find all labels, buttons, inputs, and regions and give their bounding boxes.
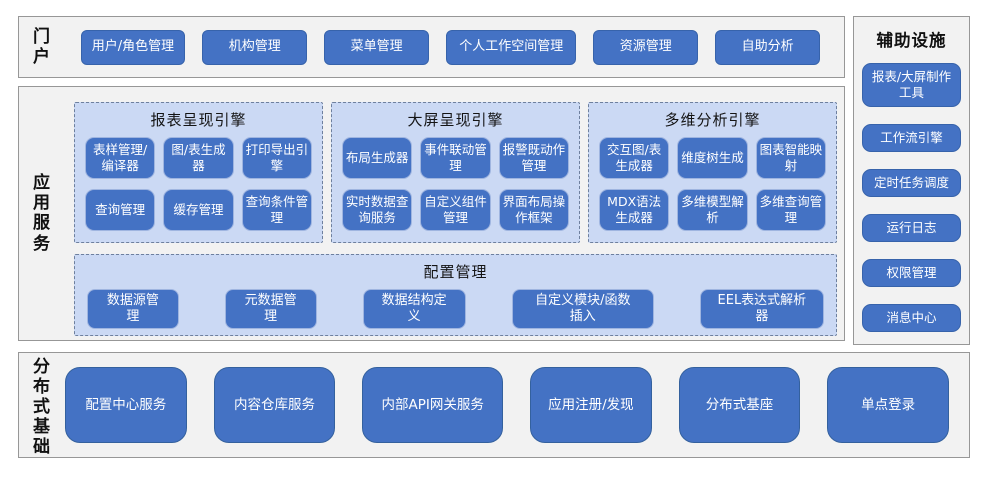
config-mgmt-box: 配置管理 数据源管理 元数据管理 数据结构定义 自定义模块/函数插入 EEL表达… (74, 254, 837, 336)
permission-mgmt-block: 权限管理 (862, 259, 961, 287)
multidim-analysis-engine-title: 多维分析引擎 (664, 111, 761, 129)
message-center-block: 消息中心 (862, 304, 961, 332)
app-services-section: 应用服务 报表呈现引擎 表样管理/编译器 图/表生成器 打印导出引擎 查询管理 … (18, 86, 845, 341)
custom-component-mgmt-block: 自定义组件管理 (420, 189, 491, 231)
app-registration-discovery-block: 应用注册/发现 (530, 367, 652, 443)
internal-api-gateway-service-block: 内部API网关服务 (362, 367, 504, 443)
event-linkage-mgmt-block: 事件联动管理 (420, 137, 491, 179)
portal-button-row: 用户/角色管理 机构管理 菜单管理 个人工作空间管理 资源管理 自助分析 (80, 29, 821, 65)
table-style-mgmt-compiler-block: 表样管理/编译器 (85, 137, 156, 179)
chart-table-generator-block: 图/表生成器 (163, 137, 234, 179)
distributed-foundation-section: 分布式基础 配置中心服务 内容仓库服务 内部API网关服务 应用注册/发现 分布… (18, 352, 970, 458)
distributed-base-block: 分布式基座 (678, 367, 801, 443)
engine-group-row: 报表呈现引擎 表样管理/编译器 图/表生成器 打印导出引擎 查询管理 缓存管理 … (74, 102, 837, 243)
chart-smart-mapping-block: 图表智能映射 (755, 137, 826, 179)
single-sign-on-block: 单点登录 (827, 367, 949, 443)
foundation-button-row: 配置中心服务 内容仓库服务 内部API网关服务 应用注册/发现 分布式基座 单点… (65, 367, 949, 443)
workflow-engine-block: 工作流引擎 (862, 124, 961, 152)
print-export-engine-block: 打印导出引擎 (241, 137, 312, 179)
config-mgmt-row: 数据源管理 元数据管理 数据结构定义 自定义模块/函数插入 EEL表达式解析器 (75, 289, 836, 329)
screen-engine-grid: 布局生成器 事件联动管理 报警既动作管理 实时数据查询服务 自定义组件管理 界面… (332, 130, 579, 242)
resource-mgmt-block: 资源管理 (593, 29, 699, 65)
dimension-tree-generator-block: 维度树生成 (677, 137, 748, 179)
layout-generator-block: 布局生成器 (342, 137, 413, 179)
custom-module-function-insert-block: 自定义模块/函数插入 (511, 289, 654, 329)
screen-engine-box: 大屏呈现引擎 布局生成器 事件联动管理 报警既动作管理 实时数据查询服务 自定义… (331, 102, 580, 243)
alarm-action-mgmt-block: 报警既动作管理 (498, 137, 569, 179)
mdx-syntax-generator-block: MDX语法生成器 (599, 189, 670, 231)
datasource-mgmt-block: 数据源管理 (87, 289, 179, 329)
portal-label: 门户 (33, 26, 50, 67)
query-mgmt-block: 查询管理 (85, 189, 156, 231)
user-role-mgmt-block: 用户/角色管理 (80, 29, 186, 65)
ui-layout-framework-block: 界面布局操作框架 (498, 189, 569, 231)
report-engine-title: 报表呈现引擎 (150, 111, 247, 129)
query-condition-mgmt-block: 查询条件管理 (241, 189, 312, 231)
cache-mgmt-block: 缓存管理 (163, 189, 234, 231)
realtime-data-query-service-block: 实时数据查询服务 (342, 189, 413, 231)
auxiliary-button-column: 报表/大屏制作工具 工作流引擎 定时任务调度 运行日志 权限管理 消息中心 (854, 51, 969, 332)
portal-section: 门户 用户/角色管理 机构管理 菜单管理 个人工作空间管理 资源管理 自助分析 (18, 16, 845, 78)
metadata-mgmt-block: 元数据管理 (224, 289, 317, 329)
personal-workspace-mgmt-block: 个人工作空间管理 (446, 29, 577, 65)
org-mgmt-block: 机构管理 (202, 29, 308, 65)
report-engine-box: 报表呈现引擎 表样管理/编译器 图/表生成器 打印导出引擎 查询管理 缓存管理 … (74, 102, 323, 243)
multidim-analysis-engine-grid: 交互图/表生成器 维度树生成 图表智能映射 MDX语法生成器 多维模型解析 多维… (589, 130, 836, 242)
report-screen-authoring-tool-block: 报表/大屏制作工具 (862, 63, 961, 107)
multidim-model-parser-block: 多维模型解析 (677, 189, 748, 231)
content-repo-service-block: 内容仓库服务 (213, 367, 336, 443)
scheduled-task-scheduler-block: 定时任务调度 (862, 169, 961, 197)
interactive-chart-generator-block: 交互图/表生成器 (599, 137, 670, 179)
auxiliary-facilities-title: 辅助设施 (876, 31, 947, 50)
auxiliary-facilities-section: 辅助设施 报表/大屏制作工具 工作流引擎 定时任务调度 运行日志 权限管理 消息… (853, 16, 970, 345)
app-services-label: 应用服务 (33, 172, 50, 254)
report-engine-grid: 表样管理/编译器 图/表生成器 打印导出引擎 查询管理 缓存管理 查询条件管理 (75, 130, 322, 242)
self-service-analysis-block: 自助分析 (715, 29, 821, 65)
config-mgmt-title: 配置管理 (423, 263, 488, 281)
multidim-analysis-engine-box: 多维分析引擎 交互图/表生成器 维度树生成 图表智能映射 MDX语法生成器 多维… (588, 102, 837, 243)
menu-mgmt-block: 菜单管理 (324, 29, 430, 65)
multidim-query-mgmt-block: 多维查询管理 (755, 189, 826, 231)
config-center-service-block: 配置中心服务 (65, 367, 187, 443)
distributed-foundation-label: 分布式基础 (33, 357, 50, 457)
screen-engine-title: 大屏呈现引擎 (407, 111, 504, 129)
runtime-log-block: 运行日志 (862, 214, 961, 242)
data-structure-definition-block: 数据结构定义 (362, 289, 466, 329)
eel-expression-parser-block: EEL表达式解析器 (699, 289, 825, 329)
